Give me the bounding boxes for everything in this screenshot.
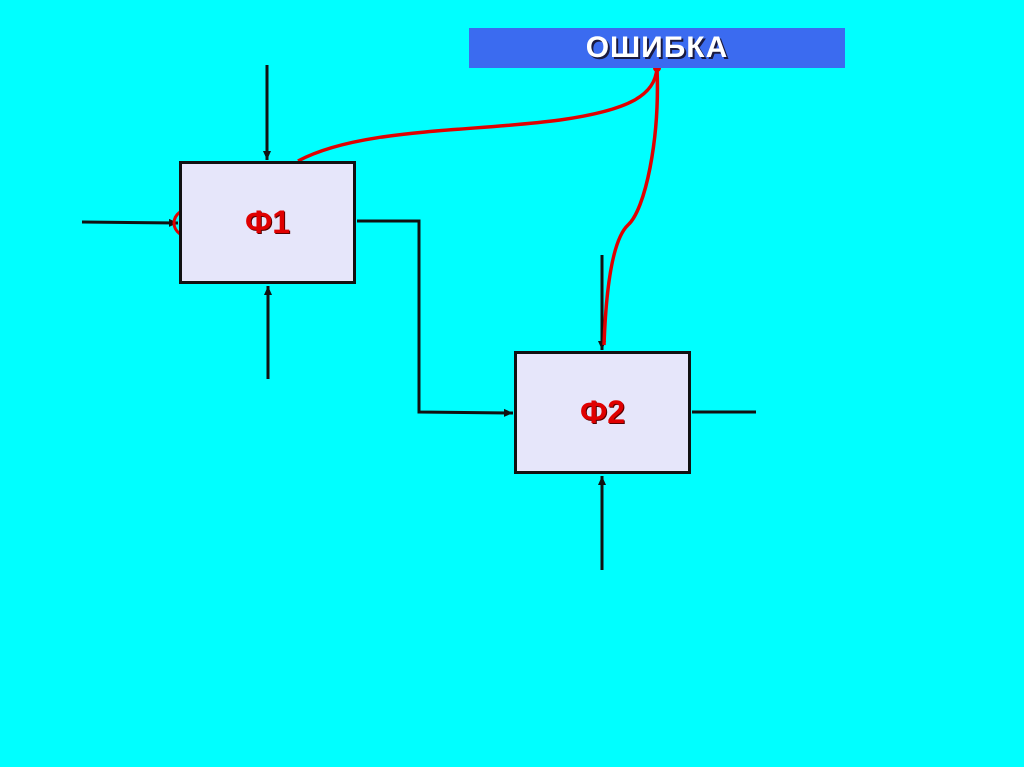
f1-label: Ф1 xyxy=(244,204,291,240)
function-block-f2: Ф2 xyxy=(514,351,691,474)
error-wire-to-f2 xyxy=(602,67,660,346)
f1-input-red-bracket xyxy=(172,210,181,236)
error-label: ОШИБКА xyxy=(585,31,729,64)
error-wire-to-f1 xyxy=(297,67,659,163)
f2-label: Ф2 xyxy=(579,394,626,430)
error-banner: ОШИБКА xyxy=(469,28,845,68)
function-block-f1: Ф1 xyxy=(179,161,356,284)
f1-to-f2-connector xyxy=(357,219,514,417)
f1-input-arrow xyxy=(81,218,179,227)
